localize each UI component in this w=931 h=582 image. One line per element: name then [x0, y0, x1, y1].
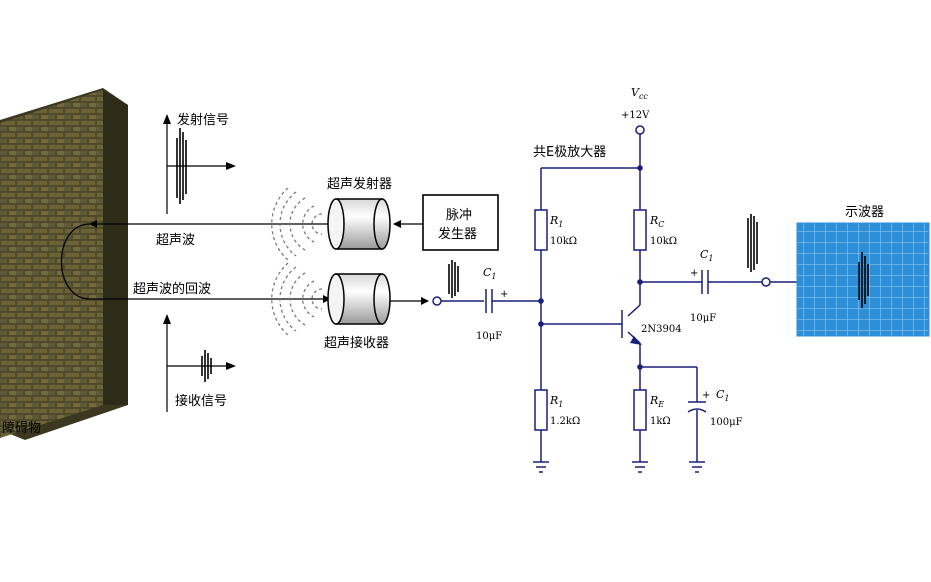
ultrasonic-transmitter	[327, 198, 391, 250]
c1-value: 10μF	[476, 331, 502, 342]
receive-signal-label: 接收信号	[175, 393, 227, 409]
r2-name: R1	[549, 394, 563, 409]
circuit-junctions	[538, 165, 643, 370]
echo-label: 超声波的回波	[133, 281, 211, 297]
rc-value: 10kΩ	[650, 236, 677, 247]
receive-signal-plot	[163, 314, 236, 412]
input-signal-glyph	[448, 260, 459, 298]
obstacle-wall	[0, 88, 128, 440]
c3-plus: +	[702, 390, 710, 401]
emit-signal-plot	[163, 114, 236, 214]
output-signal-glyph	[747, 214, 758, 272]
receive-wave-arcs	[271, 262, 323, 336]
transmitter-label: 超声发射器	[327, 176, 392, 192]
emit-signal-label: 发射信号	[177, 112, 229, 128]
ultrasonic-receiver	[327, 273, 391, 325]
transmit-wave-arcs	[271, 187, 323, 261]
r2-value: 1.2kΩ	[550, 416, 580, 427]
oscilloscope-label: 示波器	[845, 205, 884, 220]
oscilloscope-screen	[796, 222, 930, 337]
c3-name: C1	[716, 388, 730, 403]
vcc-value: +12V	[621, 110, 650, 121]
r1-value: 10kΩ	[550, 236, 577, 247]
ultrasonic-wave-label: 超声波	[156, 233, 195, 248]
pulse-generator	[422, 194, 499, 251]
r1-name: R1	[549, 214, 563, 229]
obstacle-label: 障碍物	[2, 421, 41, 436]
re-value: 1kΩ	[650, 416, 671, 427]
rc-name: RC	[649, 214, 664, 229]
vcc-symbol: Vcc	[631, 86, 648, 101]
c3-value: 100μF	[710, 417, 743, 428]
c1-plus: +	[500, 289, 508, 300]
transistor-label: 2N3904	[641, 324, 682, 335]
amplifier-label: 共E极放大器	[533, 145, 606, 160]
re-name: RE	[649, 394, 664, 409]
c2-plus: +	[690, 268, 698, 279]
receiver-label: 超声接收器	[324, 335, 389, 351]
pulse-generator-line2: 发生器	[438, 226, 477, 242]
c1-name: C1	[483, 266, 497, 281]
pulse-generator-line1: 脉冲	[446, 208, 472, 223]
c2-name: C1	[700, 248, 714, 263]
emitter-arrow-icon	[630, 336, 642, 345]
c2-value: 10μF	[690, 313, 716, 324]
